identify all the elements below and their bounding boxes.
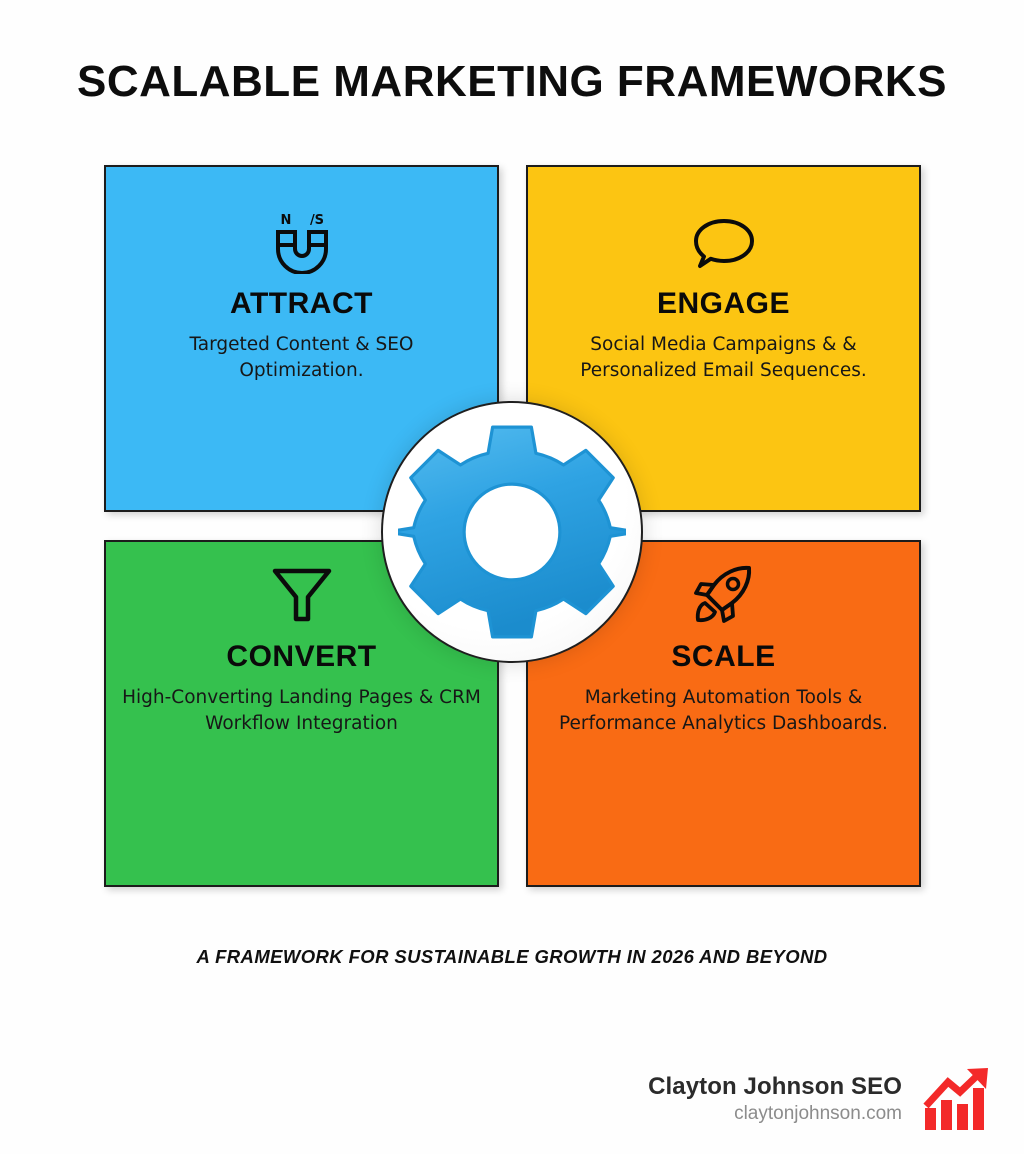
quadrant-description: Social Media Campaigns & & Personalized … [580,334,867,382]
quadrant-attract[interactable]: N /S ATTRACT Targeted Content & SEO Opti… [104,165,499,512]
quadrant-title: ATTRACT [230,287,373,320]
svg-text:/S: /S [309,213,323,228]
quadrant-title: CONVERT [226,640,377,673]
quadrant-description: Targeted Content & SEO Optimization. [189,334,414,382]
funnel-icon [267,564,337,626]
tagline: A FRAMEWORK FOR SUSTAINABLE GROWTH IN 20… [196,946,828,967]
speech-bubble-icon [688,211,760,273]
quadrant-title: ENGAGE [656,287,791,320]
growth-chart-icon [922,1066,994,1132]
svg-text:N: N [280,213,291,228]
gear-icon [398,418,626,646]
brand-text: Clayton Johnson SEO claytonjohnson.com [648,1073,902,1126]
brand-footer: Clayton Johnson SEO claytonjohnson.com [648,1066,994,1132]
page-title: SCALABLE MARKETING FRAMEWORKS [76,57,947,106]
rocket-icon [689,564,759,626]
brand-url[interactable]: claytonjohnson.com [734,1103,902,1125]
quadrant-description: High-Converting Landing Pages & CRM Work… [122,687,481,735]
quadrant-title: SCALE [671,640,776,673]
quadrant-description: Marketing Automation Tools & Performance… [559,687,888,735]
brand-name: Clayton Johnson SEO [648,1072,902,1100]
magnet-icon: N /S [262,211,342,274]
center-hub [381,401,643,663]
